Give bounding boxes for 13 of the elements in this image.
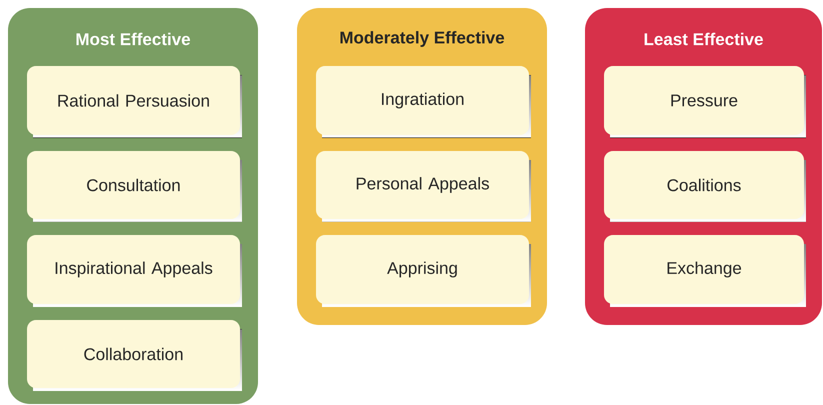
option-box: Apprising xyxy=(316,235,531,307)
option-box: Exchange xyxy=(604,235,806,307)
option-box: Ingratiation xyxy=(316,66,531,138)
option-box: Personal Appeals xyxy=(316,151,531,222)
option-box: Consultation xyxy=(27,151,242,222)
option-box: Rational Persuasion xyxy=(27,66,242,138)
panel-heading: Most Effective xyxy=(76,32,190,46)
panel-heading: Least Effective xyxy=(644,32,763,46)
option-box: Collaboration xyxy=(27,320,242,391)
option-box: Inspirational Appeals xyxy=(27,235,242,307)
panel-heading: Moderately Effective xyxy=(340,31,504,47)
option-box: Coalitions xyxy=(604,151,806,222)
option-box: Pressure xyxy=(604,66,806,138)
